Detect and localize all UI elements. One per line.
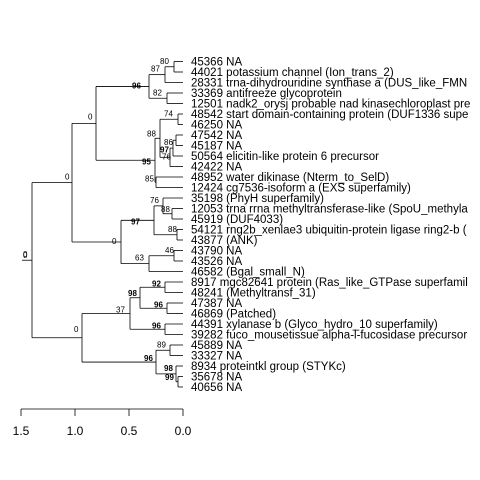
leaf-label: 44391 xylanase b (Glyco_hydro_10 superfa… [191, 319, 438, 331]
leaf-label: 45919 (DUF4033) [191, 214, 283, 226]
leaf-label: 35198 (PhyH superfamily) [191, 193, 324, 205]
support-value: 76 [150, 196, 159, 205]
leaf-label: 48542 start domain-containing protein (D… [191, 109, 468, 121]
leaf-label: 46582 (Bgal_small_N) [191, 267, 305, 279]
scale-axis-tick-label: 1.5 [13, 424, 30, 438]
support-value: 96 [144, 354, 153, 363]
support-value: 99 [165, 373, 174, 382]
support-value: 88 [168, 225, 177, 234]
leaf-label: 40656 NA [191, 382, 242, 394]
support-value: 97 [160, 145, 169, 154]
support-value: 63 [135, 254, 144, 263]
support-value: 88 [161, 205, 170, 214]
leaf-label: 33327 NA [191, 351, 242, 363]
leaf-label: 48241 (Methyltransf_31) [191, 288, 316, 300]
leaf-label: 43790 NA [191, 246, 242, 258]
leaf-label: 48952 water dikinase (Nterm_to_SelD) [191, 172, 389, 184]
leaf-label: 46869 (Patched) [191, 309, 276, 321]
support-value: 88 [147, 129, 156, 138]
scale-axis-tick-label: 0.0 [175, 424, 192, 438]
scale-axis-tick-label: 0.5 [121, 424, 138, 438]
support-value: 86 [164, 138, 173, 147]
support-value: 96 [154, 300, 163, 309]
scale-axis-tick-label: 1.0 [67, 424, 84, 438]
leaf-label: 43526 NA [191, 256, 242, 268]
leaf-label: 50564 elicitin-like protein 6 precursor [191, 151, 379, 163]
leaf-label: 47387 NA [191, 298, 242, 310]
support-value: 0 [23, 251, 28, 260]
support-value: 80 [160, 57, 169, 66]
leaf-label: 35678 NA [191, 372, 242, 384]
leaf-label: 12501 nadk2_orysj probable nad kinasechl… [191, 99, 470, 111]
support-value: 96 [132, 82, 141, 91]
leaf-label: 45187 NA [191, 141, 242, 153]
support-value: 98 [128, 289, 137, 298]
leaf-label: 44021 potassium channel (Ion_trans_2) [191, 67, 394, 79]
support-value: 37 [116, 306, 125, 315]
support-value: 46 [165, 246, 174, 255]
leaf-label: 33369 antifreeze glycoprotein [191, 88, 342, 100]
leaf-label: 12053 trna rrna methyltransferase-like (… [191, 204, 468, 216]
support-value: 0 [74, 325, 79, 334]
support-value: 89 [157, 340, 166, 349]
support-value: 0 [88, 112, 93, 121]
leaf-label: 45889 NA [191, 340, 242, 352]
leaf-label: 12424 cg7536-isoform a (EXS superfamily) [191, 183, 411, 195]
leaf-label: 28331 trna-dihydrouridine synthase a (DU… [191, 78, 467, 90]
support-value: 0 [65, 173, 70, 182]
support-value: 76 [162, 152, 171, 161]
leaf-label: 46250 NA [191, 120, 242, 132]
support-value: 0 [112, 237, 117, 246]
support-value: 87 [151, 65, 160, 74]
leaf-label: 8917 mgc82641 protein (Ras_like_GTPase s… [191, 277, 468, 289]
leaf-label: 39282 fuco_mousetissue alpha-l-fucosidas… [191, 330, 467, 342]
support-value: 92 [152, 279, 161, 288]
leaf-label: 42422 NA [191, 162, 242, 174]
leaf-label: 45366 NA [191, 57, 242, 69]
support-value: 74 [164, 109, 173, 118]
support-value: 85 [145, 174, 154, 183]
support-value: 0 [23, 250, 28, 259]
support-value: 98 [164, 364, 173, 373]
support-value: 96 [152, 321, 161, 330]
leaf-label: 47542 NA [191, 130, 242, 142]
support-value: 97 [131, 217, 140, 226]
support-value: 82 [153, 88, 162, 97]
leaf-label: 54121 rng2b_xenlae3 ubiquitin-protein li… [191, 225, 467, 237]
support-value: 95 [142, 157, 151, 166]
leaf-label: 8934 proteintkl group (STYKc) [191, 361, 346, 373]
leaf-label: 43877 (ANK) [191, 235, 258, 247]
